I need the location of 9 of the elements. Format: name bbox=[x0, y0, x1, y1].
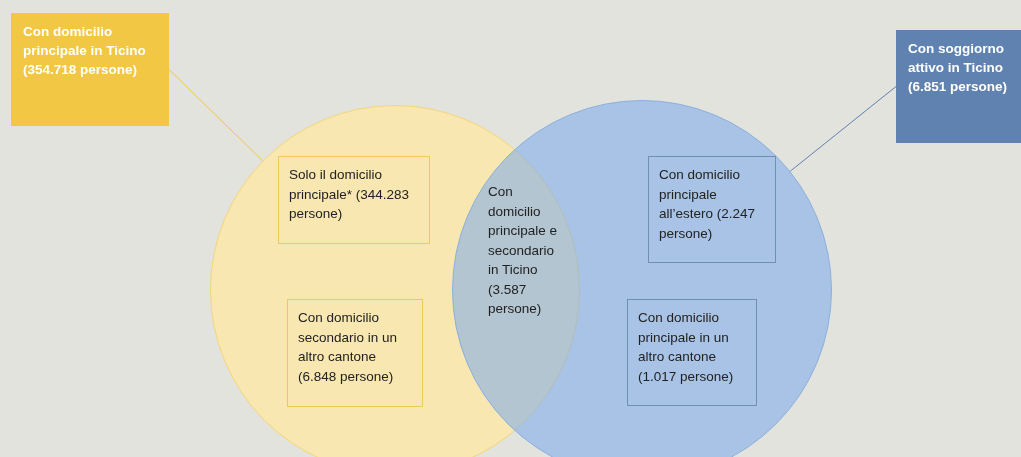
category-box: Con domicilio principale in un altro cantone (1.017 persone) bbox=[627, 299, 757, 406]
category-box: Solo il domicilio principale* (344.283 persone) bbox=[278, 156, 430, 244]
leader-line bbox=[168, 69, 264, 162]
callout-box: Con domicilio principale in Ticino (354.718 persone) bbox=[11, 13, 169, 126]
overlap-label: Con domicilio principale e secondario in Ticino (3.587 persone) bbox=[488, 183, 559, 319]
category-box: Con domicilio principale all’estero (2.247 persone) bbox=[648, 156, 776, 263]
category-box: Con domicilio secondario in un altro cantone (6.848 persone) bbox=[287, 299, 423, 407]
leader-line bbox=[789, 86, 897, 172]
callout-box: Con soggiorno attivo in Ticino (6.851 persone) bbox=[896, 30, 1021, 143]
